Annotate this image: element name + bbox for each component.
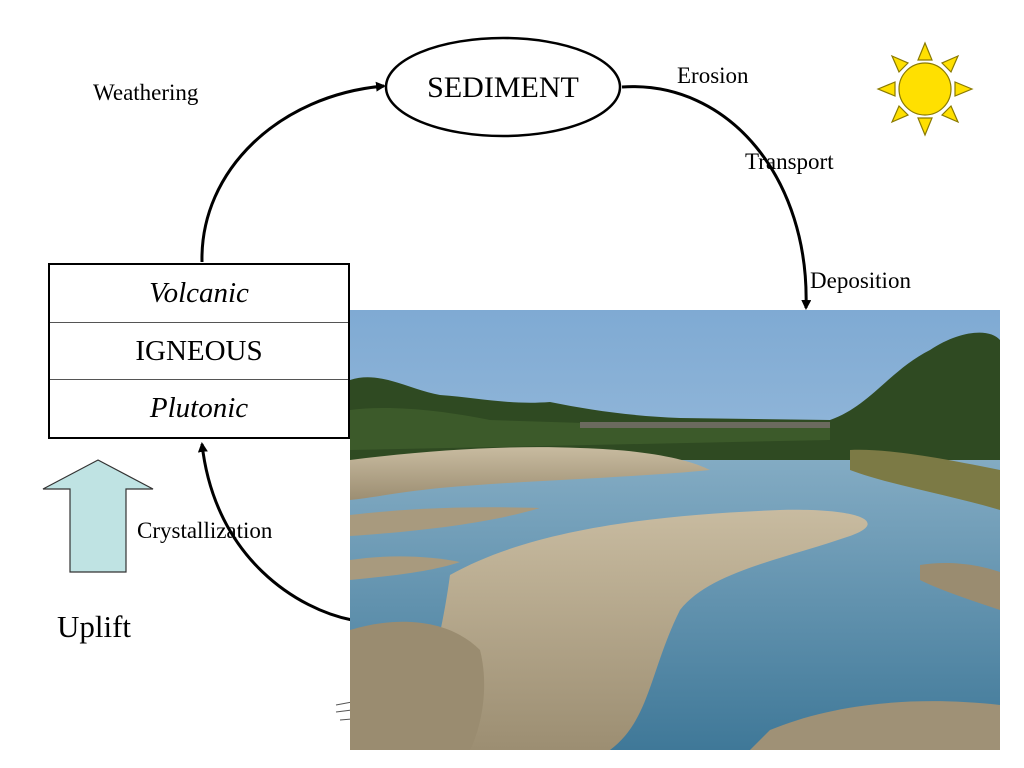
crystallization-arrow [197, 442, 353, 622]
sediment-label: SEDIMENT [427, 73, 579, 103]
uplift-label: Uplift [57, 609, 132, 644]
plutonic-label: Plutonic [149, 392, 249, 425]
volcanic-label: Volcanic [50, 265, 348, 323]
river-sandbar-photo [350, 310, 1000, 750]
weathering-label: Weathering [93, 80, 199, 105]
sediment-text: SEDIMENT [427, 71, 579, 104]
igneous-box: Volcanic IGNEOUS Plutonic [48, 263, 350, 439]
deposition-label: Deposition [810, 268, 911, 293]
up-arrow-icon [42, 459, 154, 573]
transport-label: Transport [745, 149, 834, 174]
deposition-arrow [621, 85, 812, 310]
sun-icon [876, 41, 974, 137]
erosion-label: Erosion [677, 63, 749, 88]
igneous-label: IGNEOUS [50, 323, 348, 381]
weathering-arrow [200, 81, 386, 263]
sediment-ellipse [384, 36, 622, 138]
crystallization-label: Crystallization [137, 518, 273, 543]
